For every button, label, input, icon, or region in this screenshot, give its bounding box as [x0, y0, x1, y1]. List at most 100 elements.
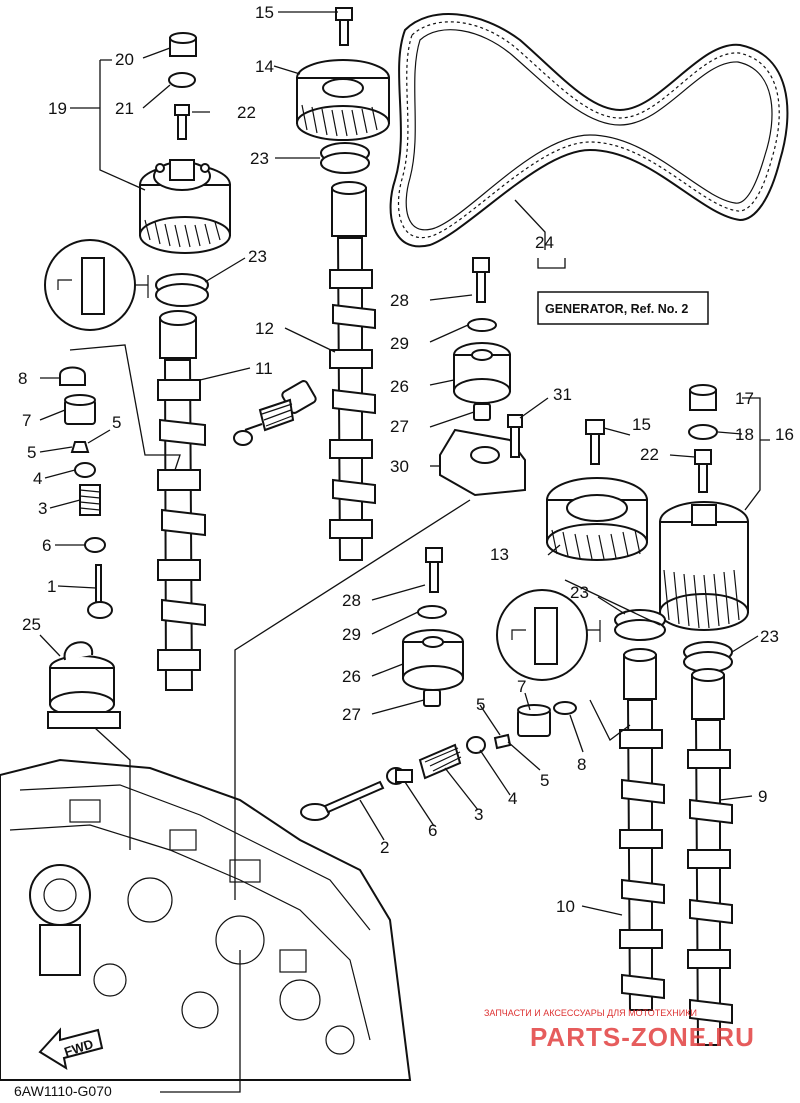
callout-5-left-b: 5 — [27, 443, 36, 462]
callout-26-top: 26 — [390, 377, 409, 396]
callout-18: 18 — [735, 425, 754, 444]
callout-6-right: 6 — [428, 821, 437, 840]
seal-6-lower — [386, 767, 413, 785]
bolt-28-bottom — [425, 547, 443, 593]
callout-16: 16 — [775, 425, 794, 444]
callout-12: 12 — [255, 319, 274, 338]
watermark: ЗАПЧАСТИ И АКСЕССУАРЫ ДЛЯ МОТОТЕХНИКИ PA… — [484, 1008, 755, 1052]
shim-8-lower — [553, 701, 577, 715]
idler-26-bottom — [402, 629, 464, 691]
callout-8-right: 8 — [577, 755, 586, 774]
washer-29-top — [467, 318, 497, 332]
callout-31: 31 — [553, 385, 572, 404]
callout-6-left: 6 — [42, 536, 51, 555]
callout-3-right: 3 — [474, 805, 483, 824]
camshaft-11 — [157, 310, 206, 691]
bracket-30 — [439, 428, 526, 497]
washer-18 — [688, 424, 718, 440]
pulley-14 — [296, 59, 390, 141]
callout-3-left: 3 — [38, 499, 47, 518]
callout-26-bottom: 26 — [342, 667, 361, 686]
nut-20 — [169, 32, 197, 57]
spring-3-lower — [418, 743, 462, 780]
callout-7-left: 7 — [22, 411, 31, 430]
callout-4-left: 4 — [33, 469, 42, 488]
bolt-22-right — [694, 449, 712, 493]
bushing-27-bottom — [423, 689, 441, 707]
callout-21: 21 — [115, 99, 134, 118]
callout-23-right-b: 23 — [760, 627, 779, 646]
callout-24: 24 — [535, 233, 554, 252]
camshaft-10 — [619, 648, 665, 1011]
callout-17: 17 — [735, 389, 754, 408]
valve-2 — [300, 780, 385, 821]
seal-23-right-a — [614, 609, 666, 641]
pulley-19 — [139, 159, 231, 254]
callout-1: 1 — [47, 577, 56, 596]
retainer-4-lower — [466, 736, 486, 754]
reference-box-label: GENERATOR, Ref. No. 2 — [545, 302, 688, 316]
callout-22-right: 22 — [640, 445, 659, 464]
callout-8-left: 8 — [18, 369, 27, 388]
callout-23-center: 23 — [250, 149, 269, 168]
callout-5-left-a: 5 — [112, 413, 121, 432]
nut-17 — [689, 384, 717, 411]
camshaft-9 — [687, 668, 733, 1046]
tensioner-25 — [47, 641, 121, 729]
valve-parts-left — [59, 366, 113, 619]
detail-circle-left — [44, 239, 149, 331]
idler-26-top — [453, 342, 511, 404]
watermark-tagline: ЗАПЧАСТИ И АКСЕССУАРЫ ДЛЯ МОТОТЕХНИКИ — [484, 1008, 697, 1018]
bolt-22-left — [174, 104, 190, 140]
bolt-15-right — [585, 419, 605, 465]
washer-29-bottom — [417, 605, 447, 619]
callout-numbers: 15 20 14 19 21 22 23 23 24 28 12 29 11 8… — [18, 3, 794, 916]
callout-28-bottom: 28 — [342, 591, 361, 610]
callout-15-right: 15 — [632, 415, 651, 434]
callout-9: 9 — [758, 787, 767, 806]
callout-19: 19 — [48, 99, 67, 118]
callout-7-right: 7 — [517, 677, 526, 696]
callout-30: 30 — [390, 457, 409, 476]
leader-lines — [39, 11, 770, 1093]
callout-11: 11 — [255, 359, 273, 378]
callout-10: 10 — [556, 897, 575, 916]
callout-28-top: 28 — [390, 291, 409, 310]
seal-23-center — [320, 142, 370, 174]
fwd-arrow — [38, 1027, 104, 1071]
callout-14: 14 — [255, 57, 274, 76]
callout-23-right-a: 23 — [570, 583, 589, 602]
washer-21 — [168, 72, 196, 88]
callout-27-bottom: 27 — [342, 705, 361, 724]
detail-circle-right — [496, 589, 601, 681]
diagram-code: 6AW1110-G070 — [14, 1083, 112, 1098]
watermark-brand: PARTS-ZONE.RU — [530, 1022, 755, 1052]
valve-assembly-center — [233, 380, 317, 446]
callout-15-top: 15 — [255, 3, 274, 22]
bushing-27-top — [473, 403, 491, 421]
callout-29-bottom: 29 — [342, 625, 361, 644]
callout-25: 25 — [22, 615, 41, 634]
callout-5-right-a: 5 — [476, 695, 485, 714]
seal-23-right-b — [683, 641, 733, 673]
bolt-15-center — [335, 7, 353, 46]
callout-13: 13 — [490, 545, 509, 564]
reference-box — [537, 291, 709, 325]
callout-4-right: 4 — [508, 789, 517, 808]
callout-20: 20 — [115, 50, 134, 69]
pulley-13 — [546, 477, 648, 561]
seal-23-left — [155, 273, 209, 307]
bolt-28-top — [472, 257, 490, 303]
callout-23-left: 23 — [248, 247, 267, 266]
lifter-7-lower — [517, 704, 551, 737]
callout-2: 2 — [380, 838, 389, 857]
callout-27-top: 27 — [390, 417, 409, 436]
bolt-31 — [507, 414, 523, 458]
cylinder-head — [0, 758, 412, 1081]
camshaft-12 — [329, 181, 376, 561]
callout-5-right-b: 5 — [540, 771, 549, 790]
callout-22-left: 22 — [237, 103, 256, 122]
keeper-5-lower — [493, 733, 512, 750]
callout-29-top: 29 — [390, 334, 409, 353]
